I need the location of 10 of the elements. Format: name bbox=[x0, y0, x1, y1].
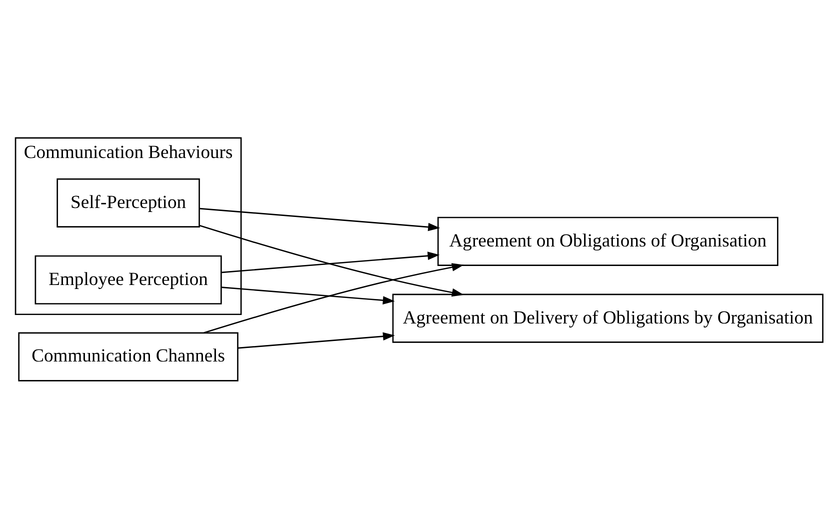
node-box: Agreement on Obligations of Organisation bbox=[437, 216, 778, 266]
arrow bbox=[222, 286, 395, 304]
node-box: Communication Channels bbox=[18, 332, 238, 381]
node-box: Self-Perception bbox=[56, 178, 200, 227]
arrow bbox=[199, 224, 464, 296]
arrow bbox=[222, 251, 440, 273]
arrow bbox=[199, 207, 440, 231]
arrow bbox=[238, 332, 395, 348]
node-box: Agreement on Delivery of Obligations by Organisation bbox=[392, 293, 824, 342]
node-box: Employee Perception bbox=[34, 254, 222, 304]
